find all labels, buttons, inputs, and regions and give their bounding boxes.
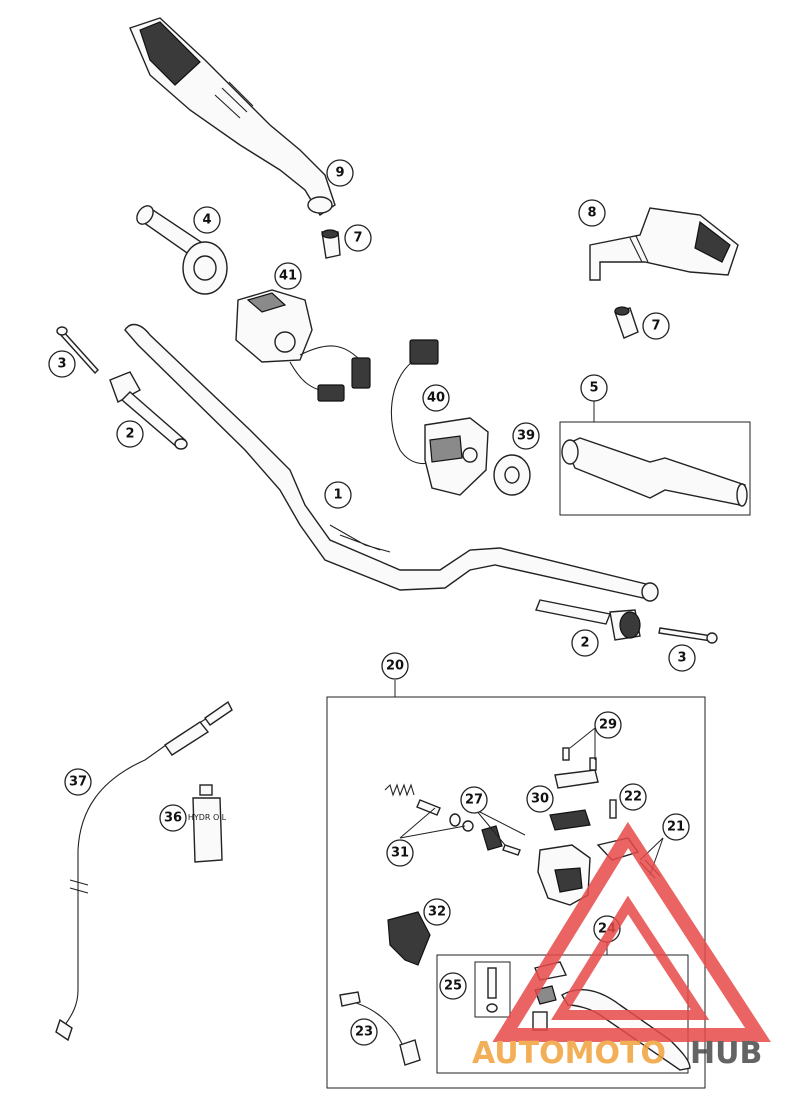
svg-text:36: 36 xyxy=(164,811,182,826)
callout-23: 23 xyxy=(350,1018,378,1046)
callout-8: 8 xyxy=(578,199,606,227)
svg-text:25: 25 xyxy=(444,979,462,994)
right-grip-box xyxy=(559,421,751,516)
svg-text:3: 3 xyxy=(57,357,66,372)
callout-2-left: 2 xyxy=(116,420,144,448)
svg-text:39: 39 xyxy=(517,429,535,444)
watermark-text-part1: AUTOMOTO xyxy=(472,1036,666,1071)
callout-9: 9 xyxy=(326,159,354,187)
bottle-label: HYDR OIL xyxy=(188,813,227,822)
svg-text:21: 21 xyxy=(667,820,685,835)
callout-3-right: 3 xyxy=(668,644,696,672)
right-mirror xyxy=(589,207,739,281)
svg-text:1: 1 xyxy=(333,488,342,503)
mirror-plug-right xyxy=(614,306,639,339)
callouts: 9 4 7 8 41 7 3 5 40 2 39 1 2 3 20 29 37 … xyxy=(48,159,696,1046)
callout-37: 37 xyxy=(64,768,92,796)
callout-3-left: 3 xyxy=(48,350,76,378)
callout-41: 41 xyxy=(274,262,302,290)
svg-text:32: 32 xyxy=(428,905,446,920)
watermark-text-part2: HUB xyxy=(690,1036,762,1071)
bar-end-right xyxy=(535,599,718,644)
callout-25: 25 xyxy=(439,972,467,1000)
svg-text:41: 41 xyxy=(279,269,297,284)
washer xyxy=(493,454,531,496)
callout-22: 22 xyxy=(619,783,647,811)
callout-29: 29 xyxy=(594,711,622,739)
svg-text:22: 22 xyxy=(624,790,642,805)
callout-4: 4 xyxy=(193,206,221,234)
svg-text:2: 2 xyxy=(580,636,589,651)
callout-21: 21 xyxy=(662,813,690,841)
svg-text:4: 4 xyxy=(202,213,211,228)
callout-5: 5 xyxy=(580,374,608,402)
svg-text:9: 9 xyxy=(335,166,344,181)
left-switch-assembly xyxy=(235,289,371,402)
watermark-logo: AUTOMOTO HUB xyxy=(472,821,771,1071)
callout-2-right: 2 xyxy=(571,629,599,657)
svg-text:7: 7 xyxy=(651,319,660,334)
svg-text:31: 31 xyxy=(391,846,409,861)
callout-39: 39 xyxy=(512,422,540,450)
bar-end-left xyxy=(56,326,188,450)
svg-text:5: 5 xyxy=(589,381,598,396)
master-cylinder-parts xyxy=(339,747,691,1074)
handlebar xyxy=(124,323,659,602)
clutch-line xyxy=(55,700,233,1042)
callout-36: 36 xyxy=(159,804,187,832)
hydraulic-oil-bottle: HYDR OIL xyxy=(188,784,227,863)
callout-7-left: 7 xyxy=(344,224,372,252)
svg-text:40: 40 xyxy=(427,391,445,406)
svg-text:23: 23 xyxy=(355,1025,373,1040)
svg-text:37: 37 xyxy=(69,775,87,790)
left-mirror xyxy=(129,17,336,216)
right-switch-assembly xyxy=(390,339,489,496)
callout-7-right: 7 xyxy=(642,312,670,340)
callout-32: 32 xyxy=(423,898,451,926)
left-grip xyxy=(136,205,228,295)
callout-31: 31 xyxy=(386,839,414,867)
master-cylinder-box xyxy=(326,680,706,1089)
svg-text:20: 20 xyxy=(386,659,404,674)
mirror-plug-left xyxy=(321,229,341,259)
callout-20: 20 xyxy=(381,652,409,680)
svg-text:27: 27 xyxy=(465,793,483,808)
svg-text:3: 3 xyxy=(677,651,686,666)
callout-30: 30 xyxy=(526,785,554,813)
callout-27: 27 xyxy=(460,786,488,814)
svg-text:8: 8 xyxy=(587,206,596,221)
svg-text:29: 29 xyxy=(599,718,617,733)
callout-1: 1 xyxy=(324,481,352,509)
svg-text:30: 30 xyxy=(531,792,549,807)
svg-text:7: 7 xyxy=(353,231,362,246)
svg-text:2: 2 xyxy=(125,427,134,442)
callout-40: 40 xyxy=(422,384,450,412)
